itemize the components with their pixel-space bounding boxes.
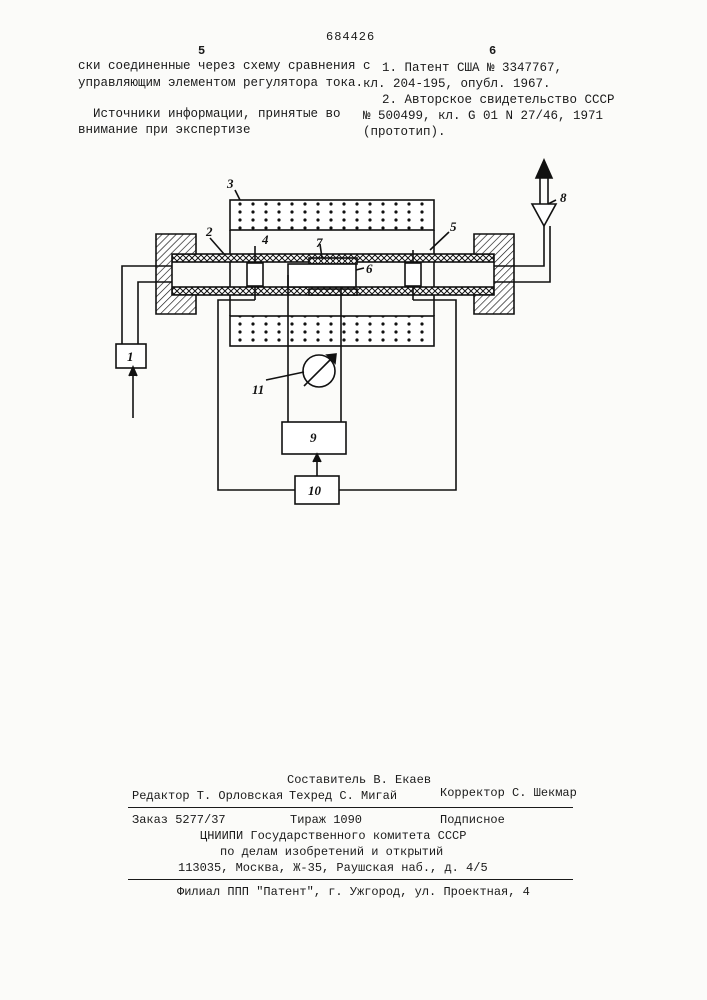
divider — [128, 879, 573, 880]
label-10: 10 — [308, 483, 322, 498]
label-1: 1 — [127, 349, 134, 364]
electrode-4 — [247, 263, 263, 286]
order: Заказ 5277/37 — [132, 813, 226, 827]
label-4: 4 — [261, 232, 269, 247]
electrode-5 — [405, 263, 421, 286]
label-11: 11 — [252, 382, 264, 397]
org-line: ЦНИИПИ Государственного комитета СССР — [200, 829, 466, 843]
electrode-6 — [288, 264, 356, 287]
label-3: 3 — [226, 176, 234, 191]
element-7-bottom — [309, 289, 357, 295]
label-2: 2 — [205, 224, 213, 239]
left-flange — [156, 234, 196, 314]
circulation: Тираж 1090 — [290, 813, 362, 827]
org-line: по делам изобретений и открытий — [220, 845, 443, 859]
org-address: 113035, Москва, Ж-35, Раушская наб., д. … — [178, 861, 488, 875]
branch-address: Филиал ППП "Патент", г. Ужгород, ул. Про… — [177, 885, 530, 899]
corrector: Корректор С. Шекмар — [440, 786, 577, 800]
label-8: 8 — [560, 190, 567, 205]
label-9: 9 — [310, 430, 317, 445]
heater-upper — [230, 200, 434, 230]
techred: Техред С. Мигай — [289, 789, 397, 803]
heater-lower — [230, 316, 434, 346]
subscription: Подписное — [440, 813, 505, 827]
element-7-top — [309, 258, 357, 264]
editor: Редактор Т. Орловская — [132, 789, 283, 803]
compiler: Составитель В. Екаев — [287, 773, 431, 787]
label-6: 6 — [366, 261, 373, 276]
label-7: 7 — [316, 235, 323, 250]
label-5: 5 — [450, 219, 457, 234]
divider — [128, 807, 573, 808]
right-flange — [474, 234, 514, 314]
detector-8 — [532, 204, 556, 226]
